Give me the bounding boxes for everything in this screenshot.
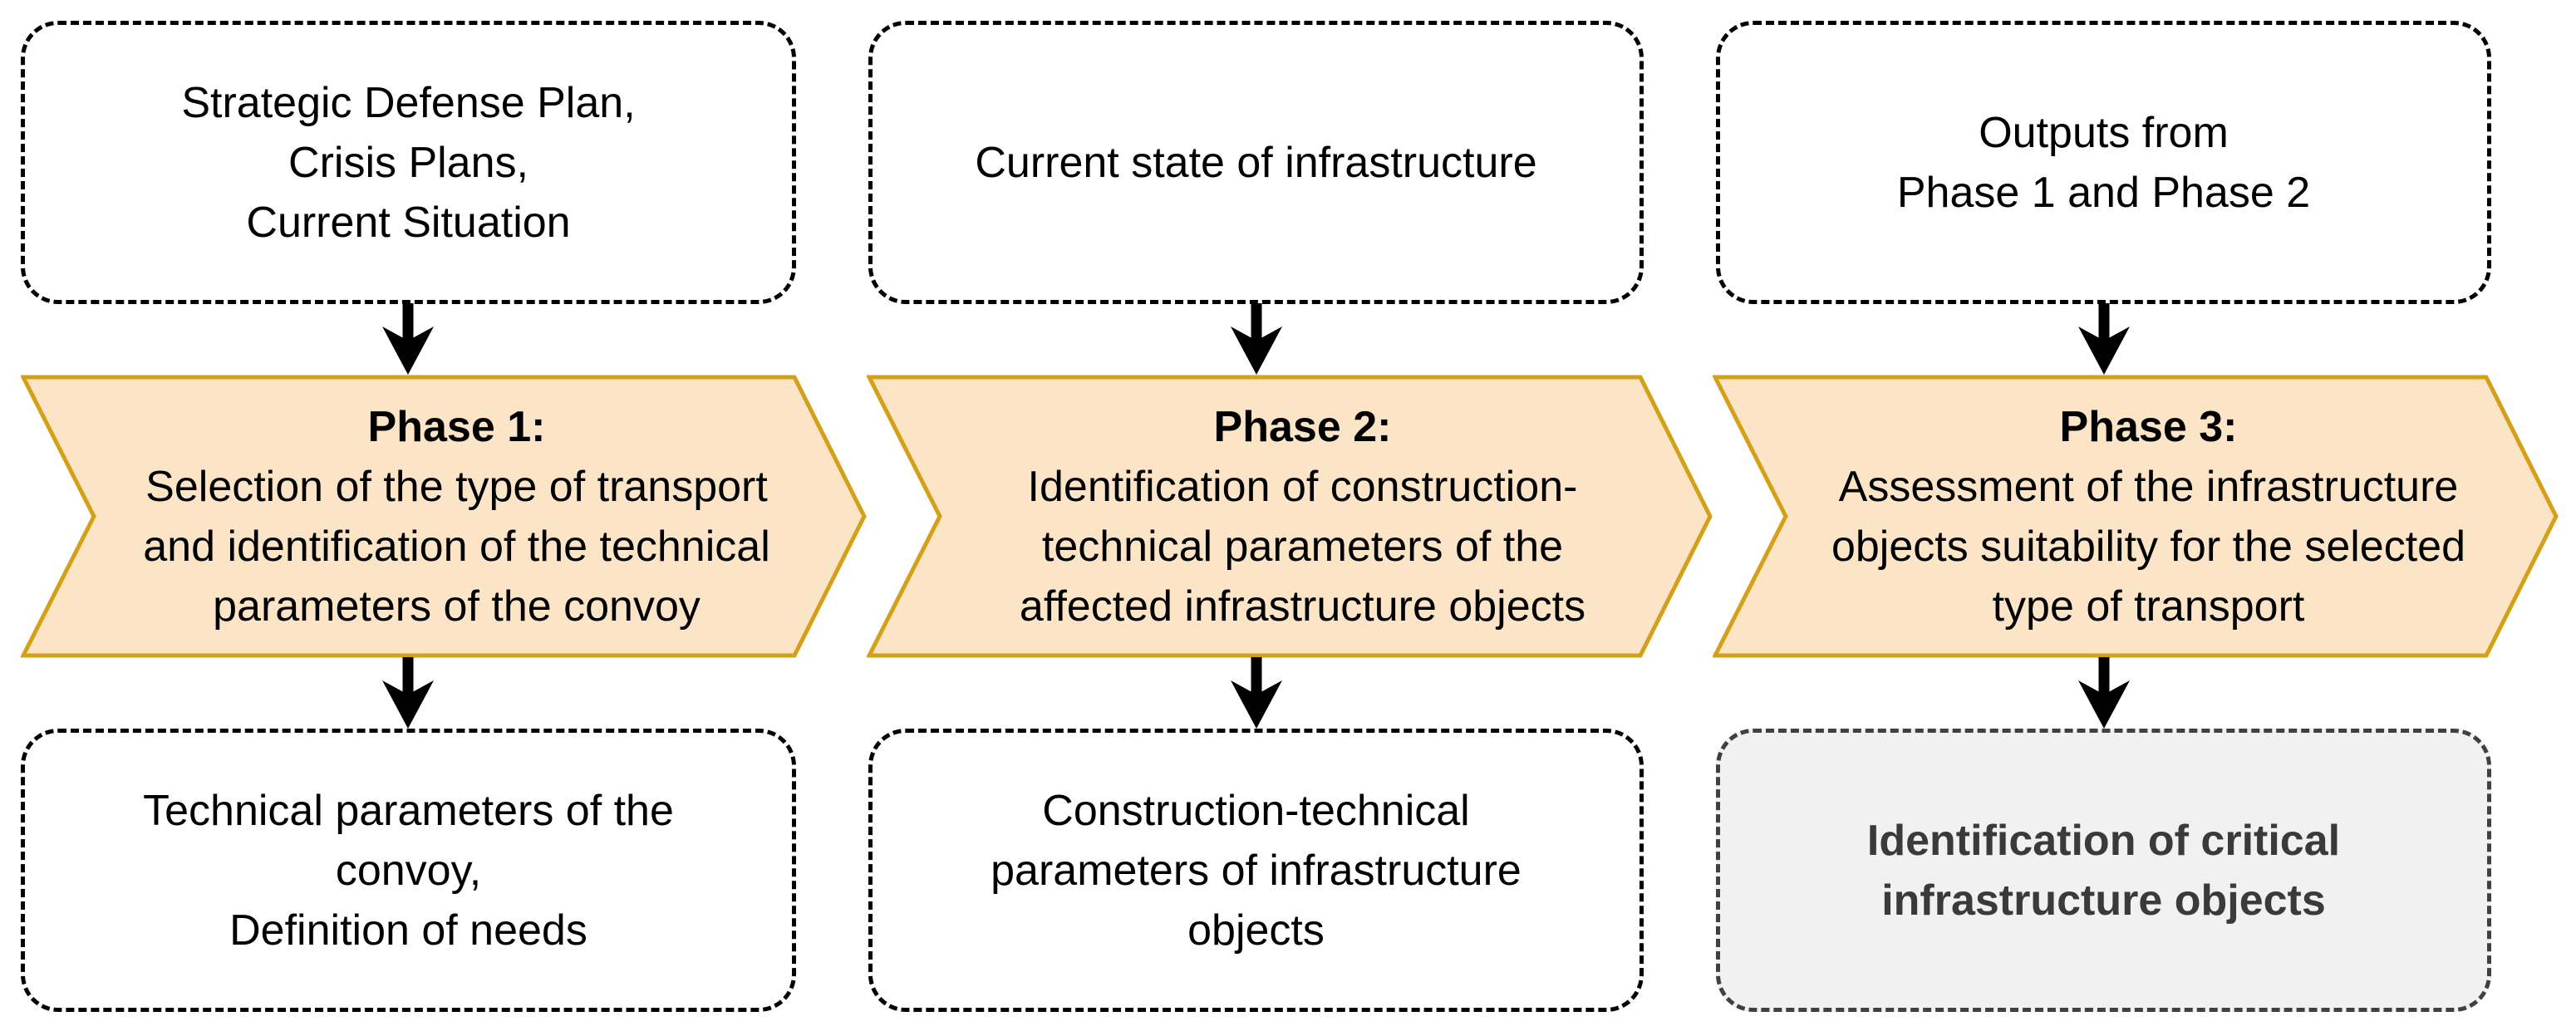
chevron-arrow-shape xyxy=(1713,375,2559,658)
phase-2-chevron: Phase 2: Identification of construction-… xyxy=(867,375,1713,658)
phase-1-text: Phase 1: Selection of the type of transp… xyxy=(71,375,843,658)
arrow-input-to-phase-2 xyxy=(1231,303,1282,375)
chevron-arrow-shape xyxy=(867,375,1713,658)
input-box-2: Current state of infrastructure xyxy=(868,21,1644,304)
arrow-phase-to-output-3 xyxy=(2078,657,2130,729)
phase-3-title: Phase 3: xyxy=(2059,402,2238,451)
phase-2-text: Phase 2: Identification of construction-… xyxy=(917,375,1689,658)
phase-1-chevron: Phase 1: Selection of the type of transp… xyxy=(21,375,868,658)
phase-3-text: Phase 3: Assessment of the infrastructur… xyxy=(1762,375,2534,658)
phase-2-description: Identification of construction-technical… xyxy=(1019,462,1586,631)
phase-2-title: Phase 2: xyxy=(1213,402,1392,451)
arrow-input-to-phase-3 xyxy=(2078,303,2130,375)
phase-3-chevron: Phase 3: Assessment of the infrastructur… xyxy=(1713,375,2559,658)
phase-1-title: Phase 1: xyxy=(367,402,546,451)
arrow-phase-to-output-2 xyxy=(1231,657,1282,729)
arrow-phase-to-output-1 xyxy=(382,657,434,729)
input-box-1: Strategic Defense Plan,Crisis Plans,Curr… xyxy=(21,21,796,304)
arrow-input-to-phase-1 xyxy=(382,303,434,375)
chevron-arrow-shape xyxy=(21,375,867,658)
